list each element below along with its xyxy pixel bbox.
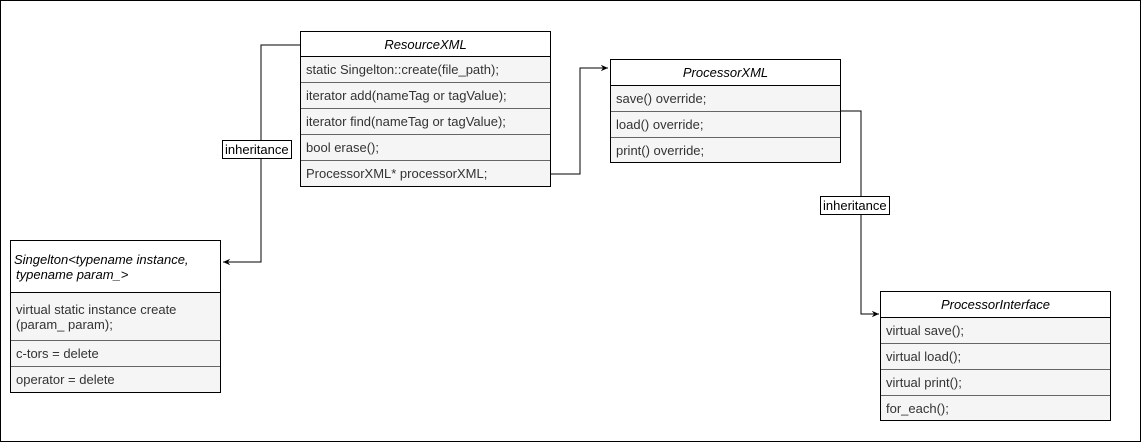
class-member: iterator add(nameTag or tagValue); bbox=[301, 83, 550, 109]
class-member: virtual save(); bbox=[881, 318, 1110, 344]
class-member: iterator find(nameTag or tagValue); bbox=[301, 109, 550, 135]
class-member-line: virtual static instance create bbox=[16, 301, 177, 317]
class-title: ProcessorXML bbox=[611, 60, 840, 86]
edge-label-inheritance: inheritance bbox=[820, 196, 890, 215]
class-resourcexml[interactable]: ResourceXML static Singelton::create(fil… bbox=[300, 31, 551, 187]
class-title: Singelton<typename instance, typename pa… bbox=[11, 241, 220, 293]
class-member: c-tors = delete bbox=[11, 341, 220, 367]
class-title: ResourceXML bbox=[301, 32, 550, 57]
class-title-line: Singelton<typename instance, bbox=[14, 251, 189, 267]
class-member: virtual static instance create (param_ p… bbox=[11, 293, 220, 341]
class-processorinterface[interactable]: ProcessorInterface virtual save(); virtu… bbox=[880, 291, 1111, 421]
class-member: ProcessorXML* processorXML; bbox=[301, 161, 550, 186]
class-member: virtual load(); bbox=[881, 344, 1110, 370]
class-member-line: (param_ param); bbox=[16, 316, 113, 332]
class-title-line: typename param_> bbox=[16, 266, 129, 282]
class-member: save() override; bbox=[611, 86, 840, 112]
class-member: static Singelton::create(file_path); bbox=[301, 57, 550, 83]
edge-resourcexml-to-processorxml bbox=[550, 64, 608, 175]
class-member: load() override; bbox=[611, 112, 840, 138]
class-processorxml[interactable]: ProcessorXML save() override; load() ove… bbox=[610, 59, 841, 163]
class-member: bool erase(); bbox=[301, 135, 550, 161]
class-member: operator = delete bbox=[11, 367, 220, 392]
class-member: virtual print(); bbox=[881, 370, 1110, 396]
edge-label-inheritance: inheritance bbox=[222, 140, 292, 159]
class-member: for_each(); bbox=[881, 396, 1110, 420]
class-member: print() override; bbox=[611, 138, 840, 162]
class-title: ProcessorInterface bbox=[881, 292, 1110, 318]
class-singleton[interactable]: Singelton<typename instance, typename pa… bbox=[10, 240, 221, 393]
